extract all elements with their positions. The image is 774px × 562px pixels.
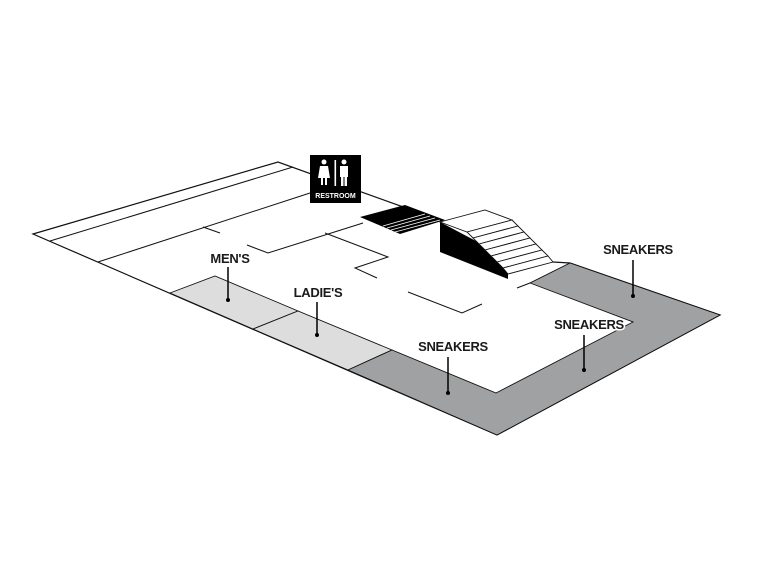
- zone-label: SNEAKERS: [603, 242, 673, 257]
- interior-wall: [202, 226, 221, 234]
- zone-label: SNEAKERS: [418, 339, 488, 354]
- interior-wall: [324, 232, 390, 279]
- zone-label: SNEAKERS: [554, 317, 624, 332]
- down-stairs: [360, 205, 445, 234]
- restroom-sign: RESTROOM: [310, 155, 361, 203]
- zone-label: MEN'S: [210, 251, 250, 266]
- label-sneakers-side: SNEAKERS: [553, 316, 626, 372]
- interior-wall: [407, 291, 483, 314]
- up-stairs: [438, 209, 554, 275]
- interior-wall: [246, 222, 364, 254]
- down-stairs-steps: [382, 213, 441, 233]
- label-sneakers-front: SNEAKERS: [418, 339, 489, 395]
- wall-line: [49, 166, 294, 242]
- label-sneakers-back: SNEAKERS: [603, 242, 674, 298]
- zone-sneakers[interactable]: [346, 262, 722, 436]
- interior-wall: [516, 282, 531, 289]
- label-mens: MEN'S: [210, 251, 251, 302]
- restroom-label: RESTROOM: [315, 193, 356, 200]
- zone-label: LADIE'S: [294, 285, 343, 300]
- restroom-icon: [318, 159, 348, 186]
- label-ladies: LADIE'S: [294, 285, 343, 337]
- up-stairs-side: [440, 222, 508, 279]
